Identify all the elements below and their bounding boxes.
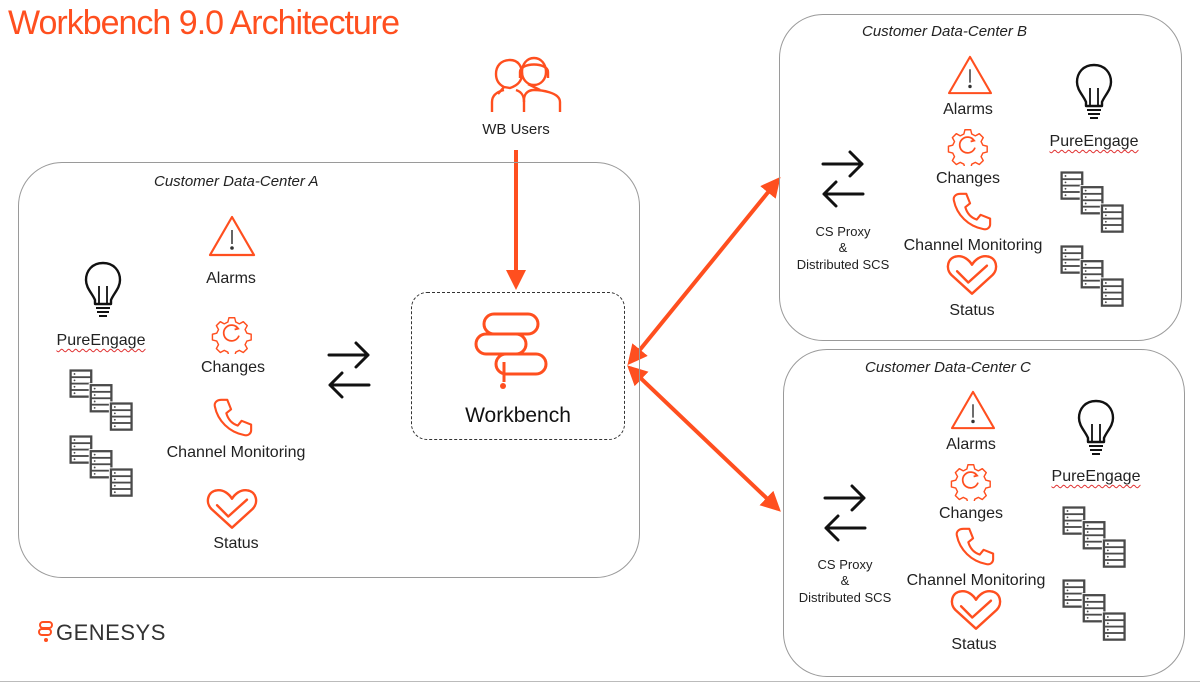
server-stack-icon — [1059, 578, 1131, 644]
dc-b-proxy-line3: Distributed SCS — [796, 257, 890, 272]
phone-icon — [952, 192, 992, 231]
workbench-dc-b-arrow — [627, 176, 781, 366]
genesys-logo-icon — [38, 621, 53, 642]
dc-c-alarms-label: Alarms — [946, 436, 996, 453]
gear-icon — [211, 316, 253, 354]
genesys-logo: GENESYS — [38, 620, 166, 646]
users-icon — [490, 56, 562, 112]
lightbulb-icon — [1077, 399, 1115, 456]
dc-c-changes-label: Changes — [938, 505, 1004, 522]
users-label: WB Users — [482, 121, 550, 138]
dc-c-proxy-line2: & — [840, 573, 850, 588]
alarm-icon — [950, 390, 996, 430]
lightbulb-icon — [84, 261, 122, 318]
alarm-icon — [208, 215, 256, 257]
dc-c-label: Customer Data-Center C — [865, 359, 1031, 376]
phone-icon — [955, 527, 995, 566]
page-title: Workbench 9.0 Architecture — [8, 4, 400, 42]
dc-c-box — [783, 349, 1185, 677]
workbench-logo-icon — [474, 312, 548, 389]
server-stack-icon — [66, 434, 138, 500]
dc-b-proxy-line2: & — [838, 240, 848, 255]
lightbulb-icon — [1075, 63, 1113, 120]
dc-b-box — [779, 14, 1182, 341]
server-stack-icon — [1057, 244, 1129, 310]
sync-arrows-icon — [821, 150, 865, 208]
dc-b-proxy-line1: CS Proxy — [815, 224, 871, 239]
workbench-dc-c-arrow — [627, 365, 781, 512]
gear-icon — [947, 128, 989, 166]
sync-arrows-icon — [823, 484, 867, 542]
server-stack-icon — [66, 368, 138, 434]
server-stack-icon — [1059, 505, 1131, 571]
sync-arrows-icon — [327, 341, 371, 399]
dc-b-channel-monitoring-label: Channel Monitoring — [903, 237, 1043, 254]
dc-a-platform-label: PureEngage — [56, 332, 146, 349]
dc-b-platform-label: PureEngage — [1049, 133, 1139, 150]
dc-a-alarms-label: Alarms — [206, 270, 256, 287]
brand-name: GENESYS — [56, 620, 166, 645]
dc-c-channel-monitoring-label: Channel Monitoring — [906, 572, 1046, 589]
dc-b-changes-label: Changes — [935, 170, 1001, 187]
heart-icon — [946, 254, 998, 295]
server-stack-icon — [1057, 170, 1129, 236]
heart-icon — [206, 488, 258, 529]
workbench-label: Workbench — [465, 404, 571, 427]
workbench-box — [411, 292, 625, 440]
dc-b-status-label: Status — [949, 302, 995, 319]
phone-icon — [213, 398, 253, 437]
gear-icon — [950, 463, 992, 501]
heart-icon — [950, 589, 1002, 630]
dc-a-status-label: Status — [213, 535, 259, 552]
footer-divider — [0, 681, 1200, 682]
dc-c-proxy-line3: Distributed SCS — [798, 590, 892, 605]
dc-c-platform-label: PureEngage — [1051, 468, 1141, 485]
dc-a-box — [18, 162, 640, 578]
dc-b-alarms-label: Alarms — [943, 101, 993, 118]
dc-a-channel-monitoring-label: Channel Monitoring — [166, 444, 306, 461]
dc-c-proxy-line1: CS Proxy — [817, 557, 873, 572]
dc-c-status-label: Status — [951, 636, 997, 653]
dc-a-changes-label: Changes — [200, 359, 266, 376]
dc-a-label: Customer Data-Center A — [154, 173, 319, 190]
alarm-icon — [947, 55, 993, 95]
dc-b-label: Customer Data-Center B — [862, 23, 1028, 40]
